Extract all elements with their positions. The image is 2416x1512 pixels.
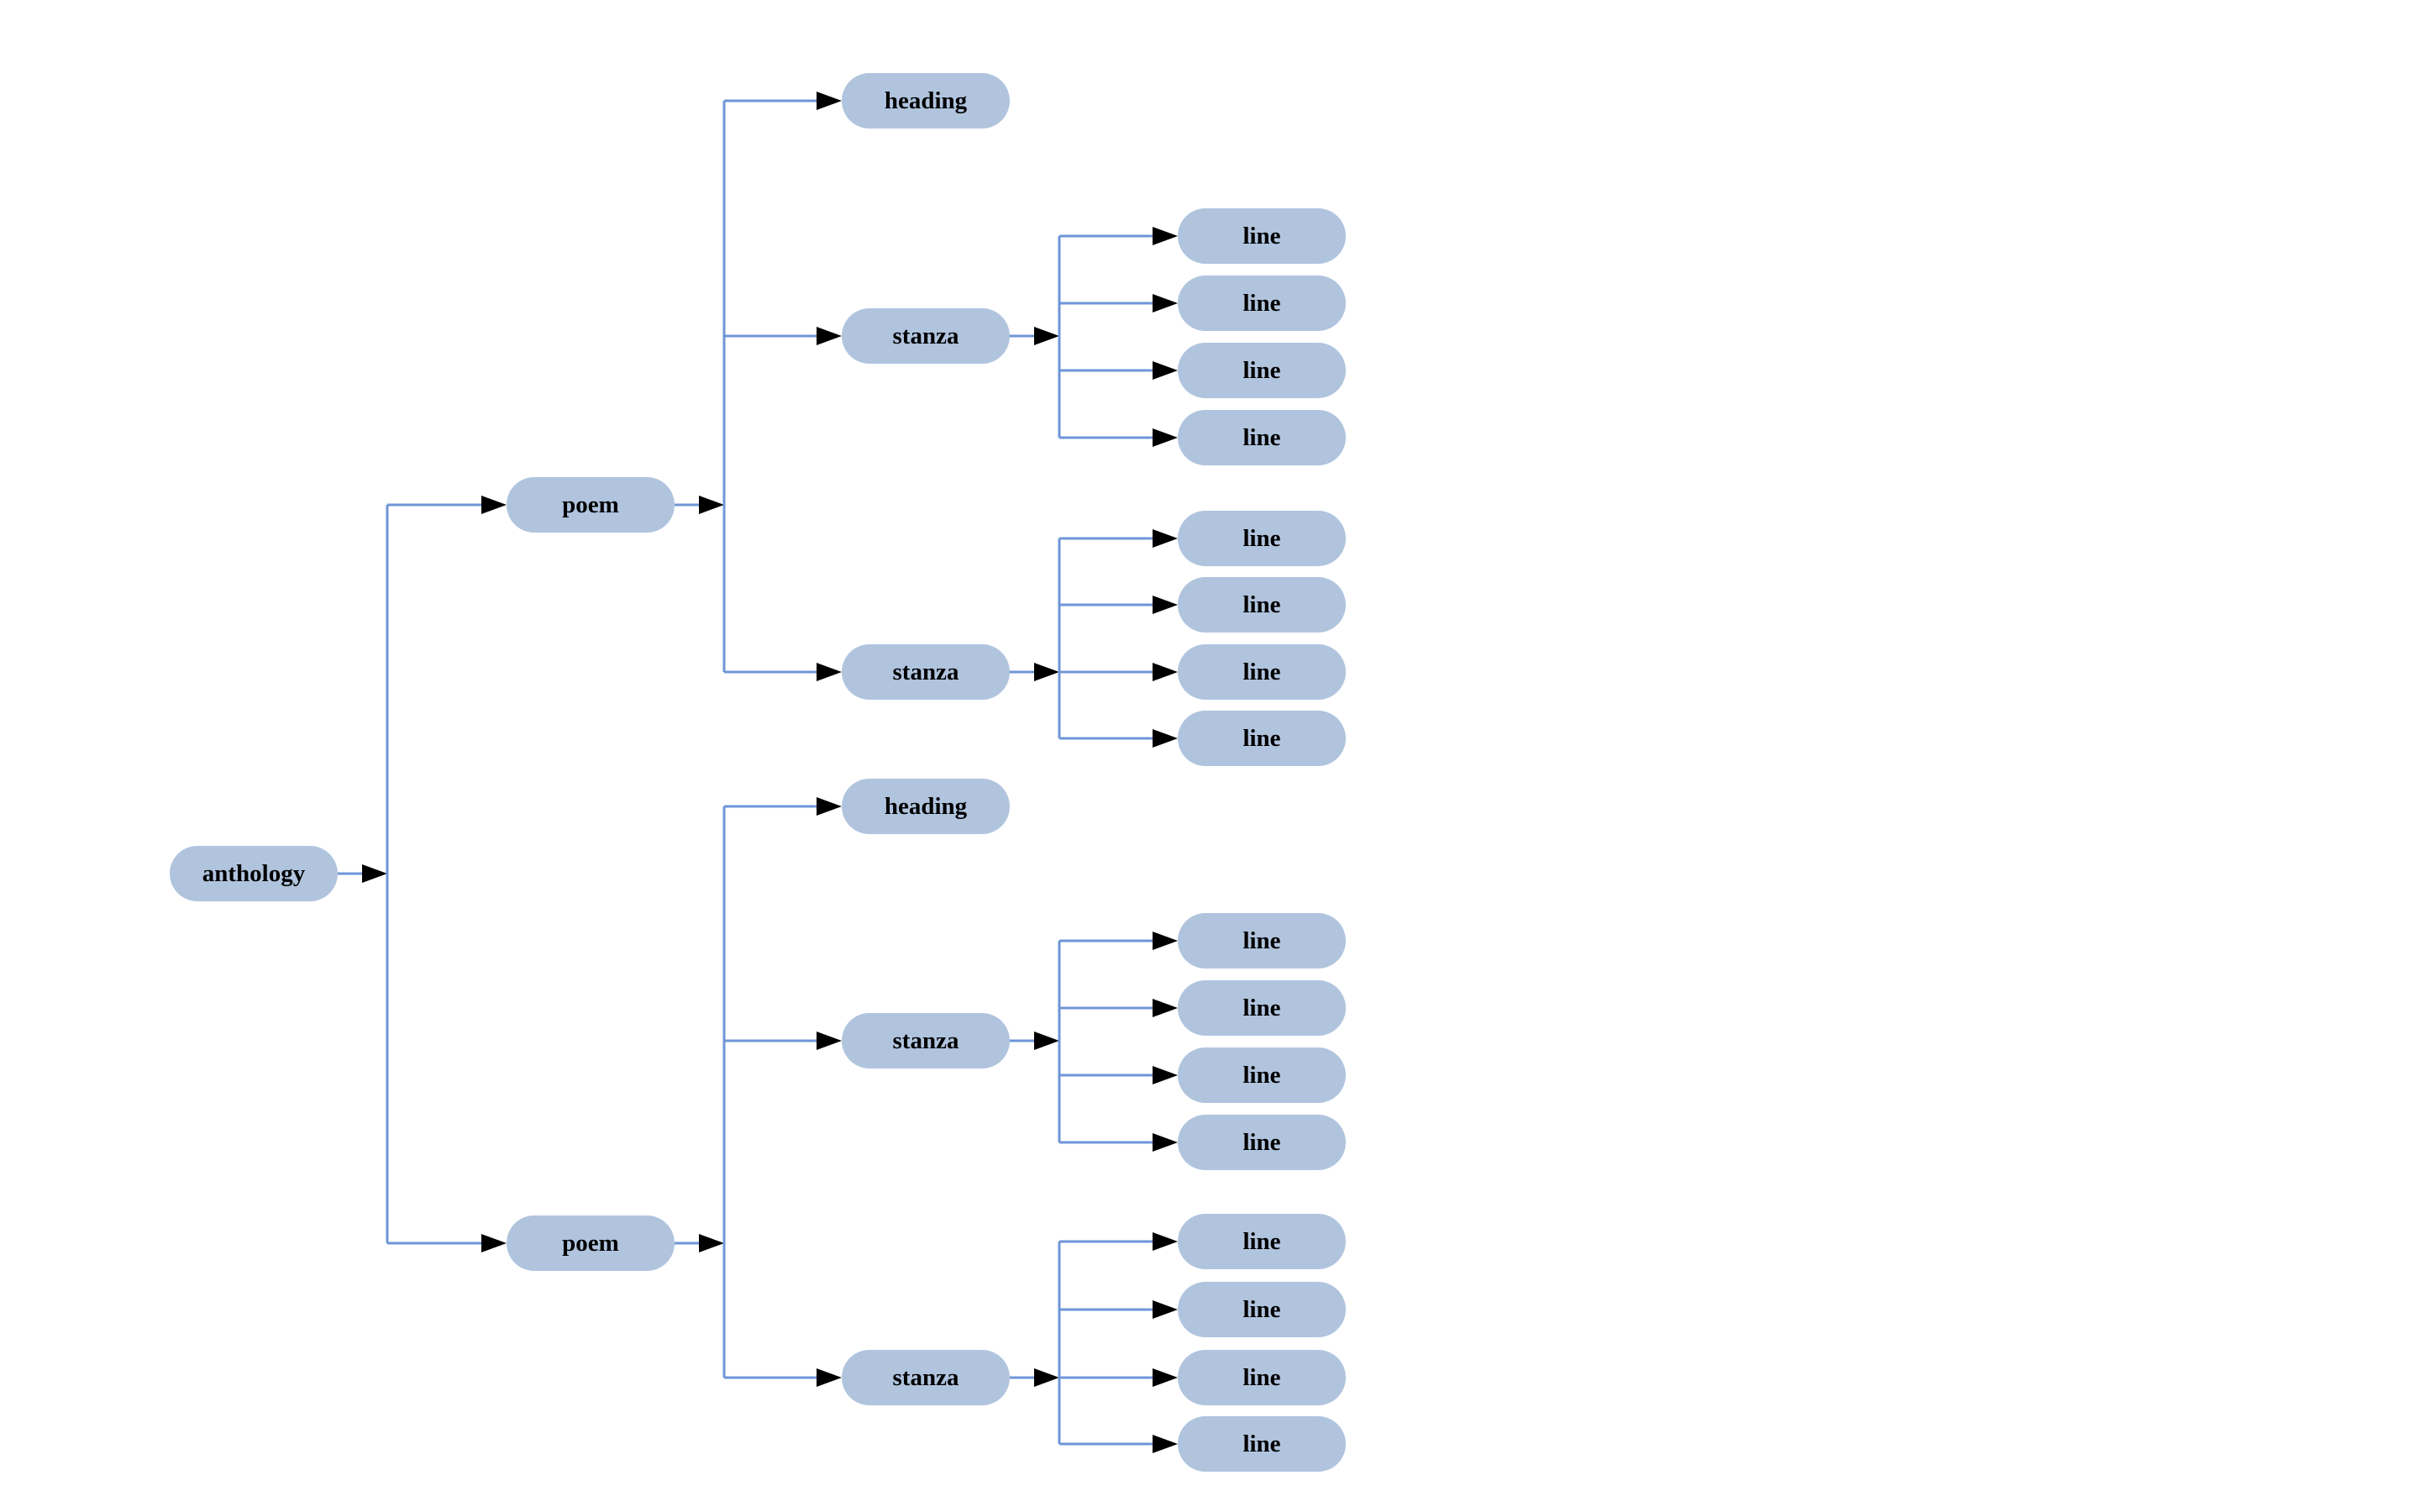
edge-arrowhead-icon bbox=[1153, 663, 1178, 681]
node-anthology: anthology bbox=[170, 846, 338, 901]
node-poem-2-heading: heading bbox=[842, 779, 1010, 834]
edge-arrowhead-icon bbox=[1153, 1232, 1178, 1251]
edge-arrowhead-icon bbox=[1034, 663, 1059, 681]
node-label: line bbox=[1242, 1061, 1281, 1089]
node-poem-1-stanza-2-line-2: line bbox=[1178, 577, 1346, 633]
node-label: line bbox=[1242, 1128, 1281, 1156]
node-label: line bbox=[1242, 289, 1281, 317]
edge-arrowhead-icon bbox=[1153, 1368, 1178, 1387]
node-poem-1-stanza-1-line-2: line bbox=[1178, 276, 1346, 331]
edge-arrowhead-icon bbox=[1153, 294, 1178, 312]
node-poem-1-stanza-2-line-1: line bbox=[1178, 511, 1346, 566]
node-label: line bbox=[1242, 423, 1281, 451]
node-label: line bbox=[1242, 222, 1281, 249]
node-label: line bbox=[1242, 1227, 1281, 1255]
edge-arrowhead-icon bbox=[1153, 529, 1178, 548]
edge-arrowhead-icon bbox=[1153, 227, 1178, 245]
edge-arrowhead-icon bbox=[1153, 1435, 1178, 1453]
node-label: poem bbox=[562, 1229, 619, 1257]
node-label: line bbox=[1242, 591, 1281, 618]
node-label: poem bbox=[562, 491, 619, 518]
edge-arrowhead-icon bbox=[817, 1368, 842, 1387]
node-poem-2-stanza-1-line-2: line bbox=[1178, 980, 1346, 1036]
edge-arrowhead-icon bbox=[362, 864, 387, 883]
edge-arrowhead-icon bbox=[1034, 1368, 1059, 1387]
edge-arrowhead-icon bbox=[1153, 1066, 1178, 1084]
edge-arrowhead-icon bbox=[1153, 1300, 1178, 1319]
node-label: stanza bbox=[892, 322, 959, 349]
node-poem-1-stanza-1-line-3: line bbox=[1178, 343, 1346, 398]
node-label: anthology bbox=[202, 859, 306, 887]
edge-arrowhead-icon bbox=[817, 92, 842, 110]
edge-arrowhead-icon bbox=[817, 1032, 842, 1050]
edge-arrowhead-icon bbox=[1034, 327, 1059, 345]
node-poem-2-stanza-2-line-2: line bbox=[1178, 1282, 1346, 1337]
node-label: line bbox=[1242, 1295, 1281, 1323]
node-poem-1-heading: heading bbox=[842, 73, 1010, 129]
node-poem-1-stanza-2: stanza bbox=[842, 644, 1010, 700]
edge-arrowhead-icon bbox=[817, 327, 842, 345]
node-poem-1-stanza-1-line-1: line bbox=[1178, 208, 1346, 264]
node-poem-2-stanza-2-line-4: line bbox=[1178, 1416, 1346, 1472]
edge-arrowhead-icon bbox=[1153, 361, 1178, 380]
edge-arrowhead-icon bbox=[1153, 932, 1178, 950]
node-label: line bbox=[1242, 994, 1281, 1021]
node-label: line bbox=[1242, 724, 1281, 752]
node-label: heading bbox=[884, 87, 968, 114]
node-label: stanza bbox=[892, 658, 959, 685]
node-poem-2-stanza-2-line-3: line bbox=[1178, 1350, 1346, 1405]
node-poem-2-stanza-1: stanza bbox=[842, 1013, 1010, 1068]
edge-arrowhead-icon bbox=[1153, 999, 1178, 1017]
node-poem-2-stanza-1-line-4: line bbox=[1178, 1115, 1346, 1170]
edge-arrowhead-icon bbox=[1153, 596, 1178, 614]
edge-arrowhead-icon bbox=[817, 663, 842, 681]
node-poem-2-stanza-1-line-1: line bbox=[1178, 913, 1346, 969]
edge-arrowhead-icon bbox=[481, 496, 507, 514]
node-poem-2-stanza-1-line-3: line bbox=[1178, 1047, 1346, 1103]
node-label: line bbox=[1242, 356, 1281, 384]
edge-arrowhead-icon bbox=[699, 1234, 724, 1252]
node-poem-1-stanza-2-line-3: line bbox=[1178, 644, 1346, 700]
node-poem-2-stanza-2-line-1: line bbox=[1178, 1214, 1346, 1269]
edge-arrowhead-icon bbox=[1153, 428, 1178, 447]
node-poem-1-stanza-1: stanza bbox=[842, 308, 1010, 364]
edge-arrowhead-icon bbox=[817, 797, 842, 816]
edge-arrowhead-icon bbox=[1034, 1032, 1059, 1050]
edge-arrowhead-icon bbox=[699, 496, 724, 514]
edge-arrowhead-icon bbox=[1153, 1133, 1178, 1152]
node-label: line bbox=[1242, 927, 1281, 954]
node-label: line bbox=[1242, 658, 1281, 685]
node-label: line bbox=[1242, 1363, 1281, 1391]
node-poem-1: poem bbox=[507, 477, 675, 533]
node-label: line bbox=[1242, 1430, 1281, 1457]
edge-arrowhead-icon bbox=[481, 1234, 507, 1252]
node-label: heading bbox=[884, 792, 968, 820]
node-label: stanza bbox=[892, 1026, 959, 1054]
node-poem-1-stanza-2-line-4: line bbox=[1178, 711, 1346, 766]
node-label: line bbox=[1242, 524, 1281, 552]
node-label: stanza bbox=[892, 1363, 959, 1391]
node-poem-2: poem bbox=[507, 1215, 675, 1271]
node-poem-1-stanza-1-line-4: line bbox=[1178, 410, 1346, 465]
edge-arrowhead-icon bbox=[1153, 729, 1178, 748]
node-poem-2-stanza-2: stanza bbox=[842, 1350, 1010, 1405]
